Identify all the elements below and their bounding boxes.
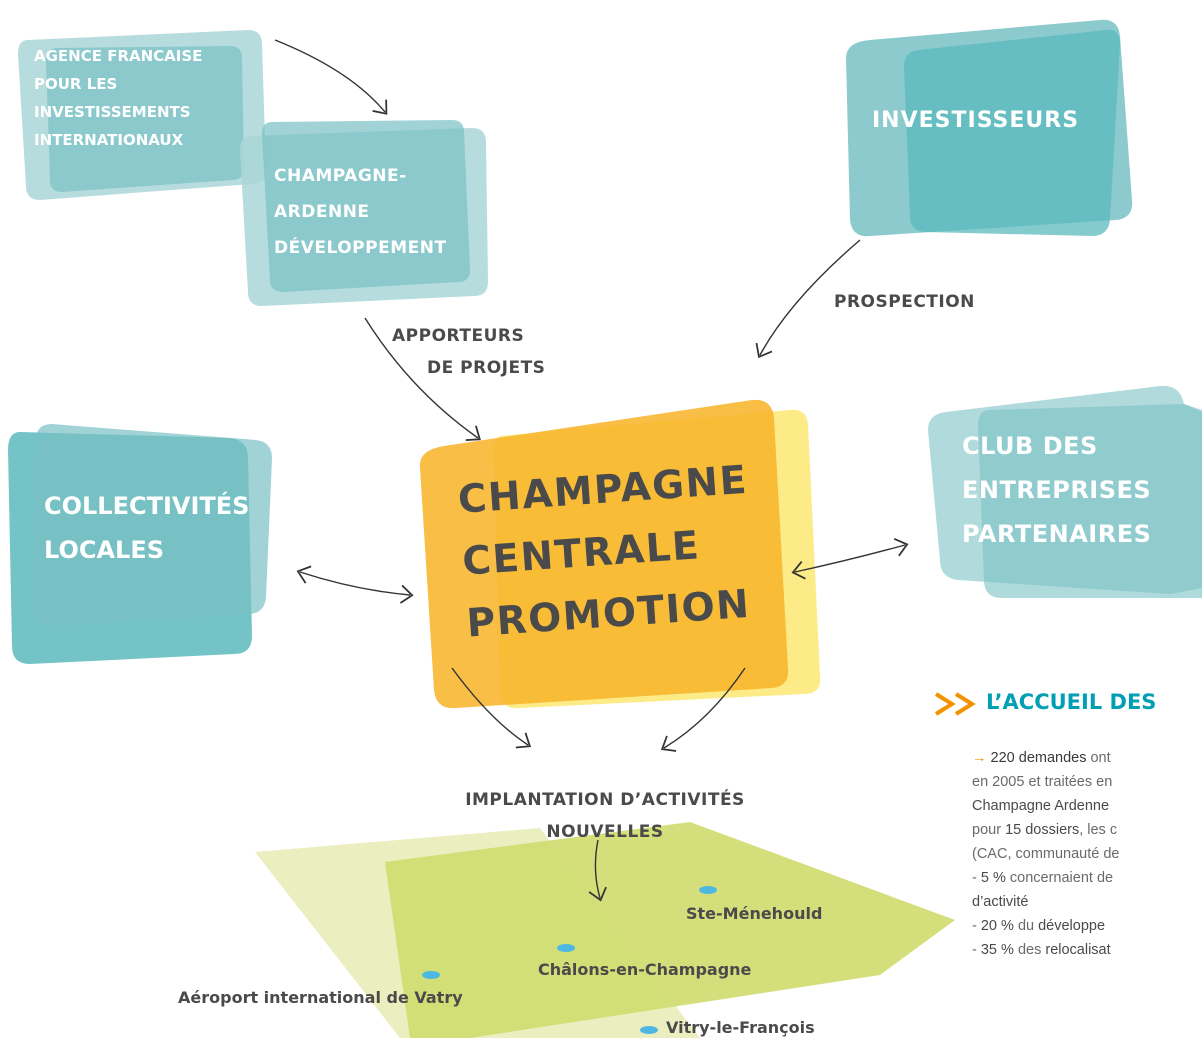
side-panel-text-part: concernaient de [1005, 870, 1114, 886]
node-collectivites-line: LOCALES [44, 536, 164, 564]
arrow-ccp-implantation-right [660, 667, 746, 752]
map-area [255, 822, 955, 1038]
side-panel-text-part: du [1013, 918, 1039, 934]
node-cad-line: DÉVELOPPEMENT [274, 238, 447, 258]
map-shape-green [385, 822, 955, 1038]
location-dot-ste-menehould [699, 886, 717, 894]
side-panel-text-part: - [972, 870, 981, 886]
heading-chevrons [934, 692, 976, 716]
side-panel-line: en 2005 et traitées en [972, 774, 1113, 790]
node-club-label: CLUB DES ENTREPRISES PARTENAIRES [962, 424, 1151, 556]
edge-label-apporteurs: APPORTEURS DE PROJETS [392, 320, 545, 384]
node-cad-line: CHAMPAGNE- [274, 166, 407, 186]
side-panel-line: - 20 % du développe [972, 914, 1202, 938]
node-collectivites-shape [8, 424, 272, 664]
node-cad-shape [240, 120, 488, 306]
arrow-cad-to-ccp [364, 317, 481, 441]
location-label-chalons: Châlons-en-Champagne [538, 960, 752, 979]
side-panel-highlight: 5 % [980, 870, 1006, 886]
side-panel-heading: L’ACCUEIL DES [986, 690, 1157, 714]
side-panel-text-part: ont [1086, 750, 1111, 766]
location-label-ste-menehould: Ste-Ménehould [686, 904, 823, 923]
arrow-afii-to-cad [274, 39, 388, 115]
node-club-shape [928, 385, 1202, 598]
location-label-vatry: Aéroport international de Vatry [178, 988, 463, 1007]
location-dot-vitry [640, 1026, 658, 1034]
side-panel-line: d’activité [972, 894, 1029, 910]
node-ccp-shape [419, 399, 821, 709]
node-afii-line: INTERNATIONAUX [34, 131, 184, 149]
side-panel-text: → 220 demandes ont en 2005 et traitées e… [972, 746, 1202, 962]
edge-label-implantation: IMPLANTATION D’ACTIVITÉS NOUVELLES [440, 784, 770, 848]
node-club-line: CLUB DES [962, 432, 1098, 460]
node-club-line: PARTENAIRES [962, 520, 1152, 548]
side-panel-highlight: 15 dossiers [1005, 822, 1080, 838]
node-investisseurs-shape [846, 19, 1133, 237]
diagram-arrows [274, 39, 909, 902]
edge-label-line: APPORTEURS [392, 326, 525, 346]
side-panel-text-part: des [1013, 942, 1046, 958]
side-panel-text-part: - [972, 918, 981, 934]
side-panel-highlight: 35 % [980, 942, 1014, 958]
side-panel-line: - 35 % des relocalisat [972, 938, 1202, 962]
edge-label-prospection: PROSPECTION [834, 292, 975, 312]
location-dot-vatry [422, 971, 440, 979]
arrow-investisseurs-to-ccp [755, 239, 861, 359]
arrow-collectivites-ccp [296, 565, 414, 604]
side-panel-text-part: pour [972, 822, 1006, 838]
edge-label-line: IMPLANTATION D’ACTIVITÉS [465, 790, 745, 810]
edge-label-line: NOUVELLES [546, 822, 664, 842]
side-panel-highlight: relocalisat [1045, 942, 1111, 958]
node-afii-shape [18, 30, 266, 200]
node-club-line: ENTREPRISES [962, 476, 1152, 504]
arrow-ccp-implantation-left [451, 667, 532, 749]
arrow-implantation-to-map [588, 839, 607, 902]
node-investisseurs-line: INVESTISSEURS [872, 108, 1080, 133]
arrow-ccp-club [791, 538, 909, 580]
node-cad-label: CHAMPAGNE- ARDENNE DÉVELOPPEMENT [274, 158, 447, 266]
side-panel-line: → 220 demandes ont [972, 746, 1202, 770]
node-collectivites-line: COLLECTIVITÉS [44, 492, 250, 520]
node-afii-line: INVESTISSEMENTS [34, 103, 191, 121]
node-collectivites-label: COLLECTIVITÉS LOCALES [44, 484, 249, 572]
location-dot-chalons [557, 944, 575, 952]
node-cad-line: ARDENNE [274, 202, 370, 222]
side-panel-text-part: - [972, 942, 981, 958]
side-panel-highlight: 220 demandes [990, 750, 1087, 766]
side-panel-line: Champagne Ardenne [972, 798, 1110, 814]
node-afii-line: POUR LES [34, 75, 118, 93]
edge-label-prospection-text: PROSPECTION [834, 292, 975, 312]
node-afii-label: AGENCE FRANCAISE POUR LES INVESTISSEMENT… [34, 42, 202, 154]
side-panel-line: - 5 % concernaient de [972, 866, 1202, 890]
side-panel-line: (CAC, communauté de [972, 846, 1120, 862]
node-ccp-label: CHAMPAGNE CENTRALE PROMOTION [456, 450, 759, 656]
side-panel-line: pour 15 dossiers, les c [972, 818, 1202, 842]
node-investisseurs-label: INVESTISSEURS [872, 108, 1079, 133]
side-panel-text-part: , les c [1079, 822, 1118, 838]
node-afii-line: AGENCE FRANCAISE [34, 47, 203, 65]
side-panel-highlight: 20 % [980, 918, 1014, 934]
edge-label-line: DE PROJETS [427, 358, 546, 378]
side-panel-highlight: développe [1038, 918, 1106, 934]
location-label-vitry: Vitry-le-François [666, 1018, 815, 1037]
arrow-right-icon: → [972, 750, 987, 766]
